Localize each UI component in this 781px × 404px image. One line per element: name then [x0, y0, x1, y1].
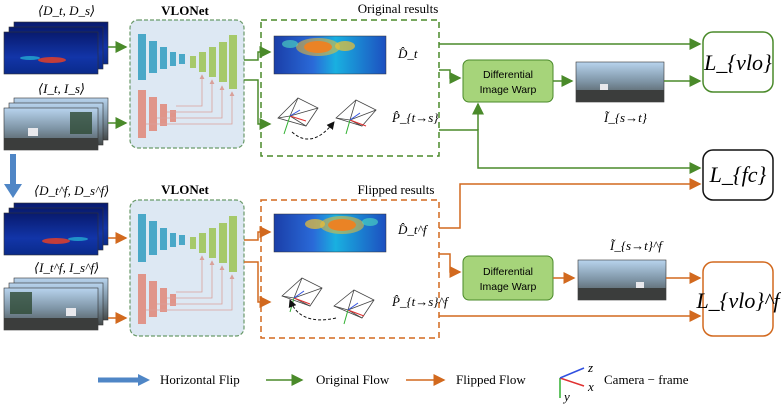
bottom-pose-transform-arrow — [288, 299, 337, 321]
bottom-vlonet-box — [129, 199, 245, 337]
top-depth-input-stack — [3, 21, 109, 75]
top-depth-pred-label: D̂_t — [397, 46, 418, 61]
bottom-network-title: VLONet — [161, 182, 209, 197]
bottom-warp-box — [462, 255, 554, 301]
bottom-depth-out-arrow — [244, 226, 272, 241]
top-depth-out-arrow — [244, 46, 272, 61]
top-results-title: Original results — [358, 1, 439, 16]
top-depth-to-warp-arrow — [439, 69, 462, 84]
legend-flipped-flow: Flipped Flow — [456, 372, 526, 387]
legend-axis-y: y — [562, 389, 570, 404]
top-pose-to-fc-arrow — [439, 129, 702, 174]
top-pose-out-arrow — [244, 79, 272, 130]
horizontal-flip-arrowhead — [4, 184, 22, 198]
bottom-warped-label: Ĩ_{s→t}^f — [609, 238, 664, 253]
legend-axis-x-line — [559, 377, 585, 387]
bottom-camera-axes — [289, 290, 365, 325]
legend-flip-swatch-head — [138, 374, 150, 386]
legend-axis-z-line — [559, 367, 585, 379]
top-vlonet-box — [129, 19, 245, 149]
top-warped-label: Ĩ_{s→t} — [603, 110, 648, 125]
legend-original-flow: Original Flow — [316, 372, 390, 387]
legend-camera-frame: Camera − frame — [604, 372, 689, 387]
bottom-camera-poses — [281, 277, 375, 319]
top-camera-poses — [277, 97, 377, 127]
bottom-vlonet-layers — [138, 214, 237, 324]
top-image-input-stack — [3, 97, 109, 151]
bottom-depth-to-fc-arrow — [439, 178, 702, 229]
bottom-depth-pair-label: ⟨D_t^f, D_s^f⟩ — [34, 183, 109, 198]
top-loss-label: L_{vlo} — [703, 50, 772, 75]
bottom-pose-pred-label: P̂_{t→s}^f — [391, 294, 450, 309]
fc-loss-label: L_{fc} — [709, 162, 767, 187]
fc-loss-box — [702, 149, 774, 201]
top-network-title: VLONet — [161, 3, 209, 18]
top-depth-prediction-map — [273, 35, 387, 75]
bottom-depth-to-warp-arrow — [439, 253, 462, 278]
top-warped-image — [575, 61, 665, 103]
top-image-pair-label: ⟨I_t, I_s⟩ — [38, 81, 85, 96]
bottom-loss-label: L_{vlo}^f — [695, 288, 781, 313]
legend-axis-x: x — [587, 379, 594, 394]
bottom-results-box — [260, 199, 440, 339]
bottom-depth-input-stack — [3, 202, 109, 256]
legend-horizontal-flip: Horizontal Flip — [160, 372, 240, 387]
top-vlonet-layers — [138, 34, 237, 138]
bottom-loss-box — [702, 261, 774, 337]
bottom-image-input-stack — [3, 277, 109, 331]
top-pose-pred-label: P̂_{t→s} — [391, 110, 439, 125]
top-warp-label-line1: Differential — [483, 69, 533, 81]
bottom-depth-prediction-map — [273, 213, 387, 253]
top-depth-pair-label: ⟨D_t, D_s⟩ — [38, 3, 95, 18]
top-warp-label-line2: Image Warp — [480, 84, 537, 96]
top-loss-box — [702, 31, 774, 93]
bottom-pose-out-arrow — [244, 261, 272, 308]
legend-axis-z: z — [587, 360, 593, 375]
top-results-box — [260, 19, 440, 157]
bottom-warped-image — [577, 259, 667, 301]
legend: Horizontal Flip Original Flow Flipped Fl… — [98, 360, 689, 404]
bottom-warp-label-line2: Image Warp — [480, 281, 537, 293]
bottom-image-pair-label: ⟨I_t^f, I_s^f⟩ — [34, 260, 99, 275]
top-camera-axes — [283, 109, 367, 135]
top-pose-transform-arrow — [291, 121, 335, 140]
bottom-warp-label-line1: Differential — [483, 266, 533, 278]
bottom-results-title: Flipped results — [358, 182, 435, 197]
bottom-depth-pred-label: D̂_t^f — [397, 222, 429, 237]
